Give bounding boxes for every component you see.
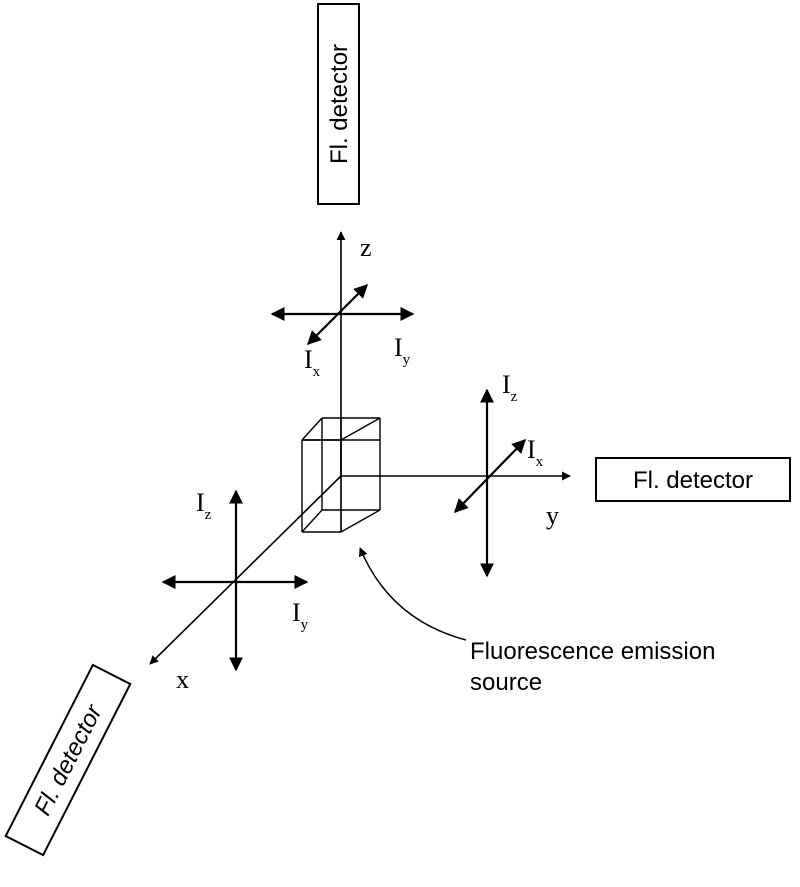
y-axis-label: y xyxy=(546,501,559,530)
bottom-left-detector: Fl. detector xyxy=(4,663,132,857)
top-ix-arrow xyxy=(307,284,368,345)
bottom-left-detector-box xyxy=(4,663,132,857)
source-label-line1: Fluorescence emission xyxy=(470,638,715,665)
top-detector-label: Fl. detector xyxy=(326,44,353,164)
x-axis xyxy=(149,475,342,665)
right-detector: Fl. detector xyxy=(595,457,791,502)
right-detector-label: Fl. detector xyxy=(633,467,753,494)
x-axis-label: x xyxy=(176,665,189,694)
top-iy-label: Iy xyxy=(394,333,411,368)
left-iz-label: Iz xyxy=(196,488,212,523)
z-axis-label: z xyxy=(360,233,372,262)
top-detector-box xyxy=(317,3,360,205)
source-label-line2: source xyxy=(470,669,542,696)
right-ix-arrow xyxy=(454,438,526,514)
sample-cuvette xyxy=(301,417,381,533)
left-iy-label: Iy xyxy=(292,598,309,633)
top-detector: Fl. detector xyxy=(317,3,360,205)
right-iz-label: Iz xyxy=(502,370,518,405)
top-ix-label: Ix xyxy=(304,345,321,380)
left-polarization-arrows xyxy=(161,489,309,672)
right-detector-box xyxy=(595,457,791,502)
right-ix-label: Ix xyxy=(527,435,544,470)
source-leader-arrow xyxy=(358,547,467,641)
top-polarization-arrows xyxy=(270,284,415,345)
right-polarization-arrows xyxy=(454,388,526,578)
